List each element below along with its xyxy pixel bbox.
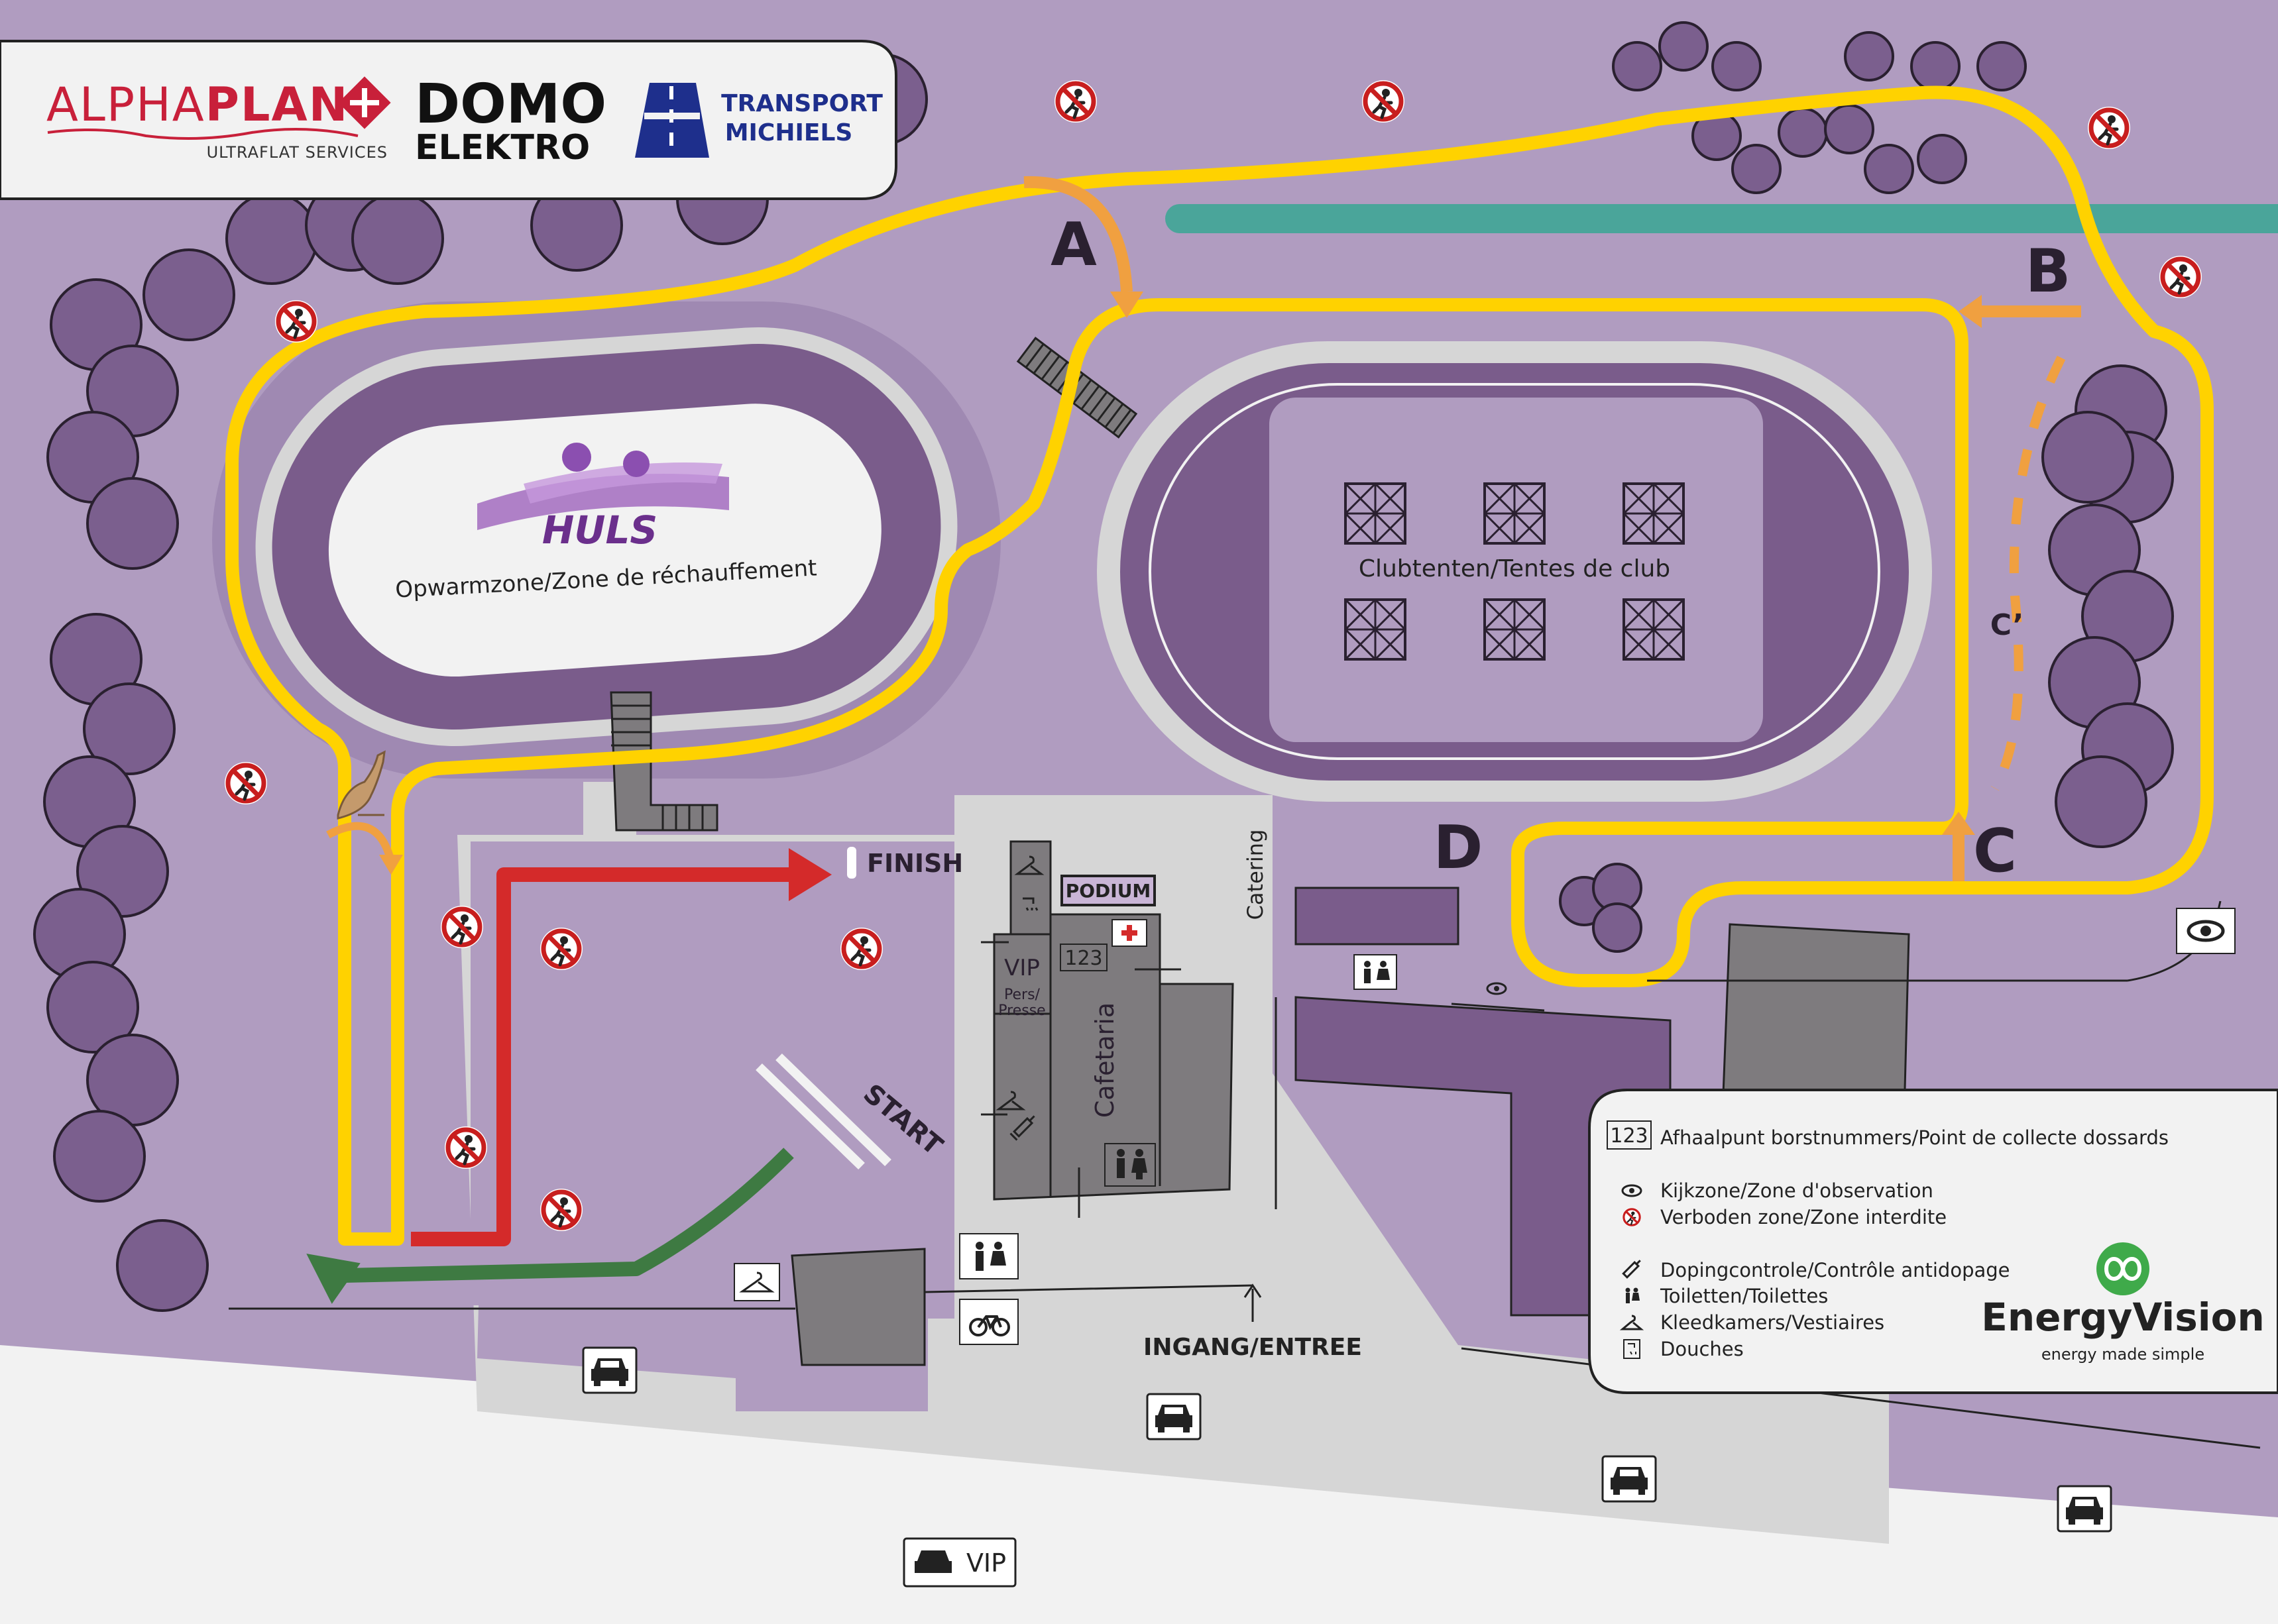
podium-label: PODIUM bbox=[1066, 880, 1151, 902]
bridge-warmup bbox=[610, 691, 718, 832]
legend-syringe-icon bbox=[1622, 1260, 1641, 1279]
entrance-arrow bbox=[1243, 1283, 1262, 1322]
point-c-prime: C’ bbox=[1990, 608, 2024, 642]
toilet-icon-map-2 bbox=[959, 1233, 1019, 1279]
energyvision-name: EnergyVision bbox=[1981, 1295, 2264, 1340]
svg-text:ALPHAPLAN: ALPHAPLAN bbox=[46, 78, 349, 132]
podium bbox=[1060, 875, 1156, 906]
legend-toilet-text: Toiletten/Toilettes bbox=[1660, 1285, 1828, 1307]
warmup-track bbox=[212, 301, 1001, 779]
legend-bib-text: Afhaalpunt borstnummers/Point de collect… bbox=[1660, 1126, 2169, 1149]
finish-label: FINISH bbox=[867, 849, 963, 878]
legend-bib-symbol: 123 bbox=[1610, 1124, 1648, 1148]
point-a: A bbox=[1051, 210, 1097, 280]
alphaplan-name-1: ALPHA bbox=[46, 78, 205, 132]
course-loop bbox=[225, 85, 2214, 1246]
finish-line-marker bbox=[847, 847, 856, 879]
eye-icon-small bbox=[1486, 982, 1507, 995]
purple-building-right bbox=[1294, 996, 1672, 1317]
purple-building-small bbox=[1294, 887, 1459, 946]
vip-parking: VIP bbox=[903, 1537, 1017, 1588]
warmup-logo-text: HULS bbox=[542, 508, 657, 553]
energyvision-logo: EnergyVision energy made simple bbox=[1981, 1242, 2265, 1364]
bib-pickup-marker bbox=[1060, 944, 1108, 971]
transport-line2: MICHIELS bbox=[725, 119, 853, 146]
legend-eye-text: Kijkzone/Zone d'observation bbox=[1660, 1179, 1933, 1202]
entrance-label: INGANG/ENTREE bbox=[1143, 1334, 1362, 1361]
club-tents-label: Clubtenten/Tentes de club bbox=[1359, 555, 1670, 582]
point-c: C bbox=[1973, 816, 2017, 886]
legend-no-entry-icon bbox=[1621, 1207, 1642, 1228]
shower-icon-1 bbox=[1023, 897, 1039, 911]
cafetaria-label: Cafetaria bbox=[1090, 1002, 1119, 1118]
arrow-c-prime bbox=[1990, 355, 2066, 791]
domo-line1: DOMO bbox=[415, 73, 606, 136]
legend-toilet-icon bbox=[1625, 1287, 1640, 1303]
fence-lines bbox=[229, 900, 2261, 1449]
syringe-icon bbox=[1009, 1115, 1035, 1141]
start-green-path bbox=[344, 1148, 794, 1283]
arrow-c-head bbox=[1942, 812, 1975, 835]
vip-room-label: VIP bbox=[1004, 955, 1040, 981]
alphaplan-logo: ALPHAPLAN ULTRAFLAT SERVICES bbox=[46, 76, 391, 162]
eye-icon-map bbox=[2176, 908, 2236, 954]
hanger-icon-2 bbox=[996, 1091, 1026, 1110]
arrow-a bbox=[1023, 176, 1133, 292]
legend-shower-icon bbox=[1623, 1339, 1640, 1359]
sponsor-panel bbox=[0, 40, 897, 200]
domo-logo: DOMO ELEKTRO bbox=[415, 73, 606, 168]
arrow-kangaroo bbox=[326, 822, 395, 863]
legend-eye-icon bbox=[1621, 1184, 1642, 1197]
legend-hanger-icon bbox=[1619, 1315, 1644, 1330]
arrow-kangaroo-head bbox=[379, 855, 403, 875]
arrow-a-head bbox=[1110, 292, 1143, 318]
start-line bbox=[756, 1053, 891, 1170]
main-track bbox=[1097, 341, 1932, 802]
bib-pickup-number: 123 bbox=[1064, 947, 1102, 970]
kangaroo-icon bbox=[337, 750, 386, 820]
hanger-icon-1 bbox=[1014, 855, 1045, 875]
hanger-icon-map bbox=[734, 1263, 780, 1301]
press-room-label-1: Pers/ bbox=[1004, 987, 1041, 1003]
legend-no-entry-text: Verboden zone/Zone interdite bbox=[1660, 1206, 1947, 1228]
alphaplan-tagline: ULTRAFLAT SERVICES bbox=[207, 143, 388, 162]
warmup-logo: HULS bbox=[477, 443, 729, 553]
transport-line1: TRANSPORT bbox=[721, 90, 883, 117]
toilet-icon-map-1 bbox=[1353, 954, 1397, 990]
legend-shower-text: Douches bbox=[1660, 1338, 1744, 1360]
transport-michiels-logo: TRANSPORT MICHIELS bbox=[635, 83, 883, 158]
energyvision-tagline: energy made simple bbox=[2041, 1345, 2204, 1364]
finish-arrowhead bbox=[789, 848, 832, 901]
legend-doping-text: Dopingcontrole/Contrôle antidopage bbox=[1660, 1259, 2010, 1281]
vip-parking-label: VIP bbox=[966, 1548, 1006, 1578]
catering-label: Catering bbox=[1243, 830, 1268, 920]
green-arrowhead bbox=[306, 1254, 361, 1304]
domo-line2: ELEKTRO bbox=[415, 128, 590, 168]
cafetaria-building bbox=[993, 840, 1234, 1201]
alphaplan-name-2: PLAN bbox=[205, 78, 349, 132]
finish-lawn bbox=[471, 841, 954, 1305]
legend-panel: 123 Afhaalpunt borstnummers/Point de col… bbox=[1588, 1089, 2278, 1394]
grey-building-bottom bbox=[791, 1248, 926, 1366]
point-d: D bbox=[1434, 813, 1483, 883]
press-room-label-2: Presse bbox=[998, 1002, 1045, 1019]
legend-hanger-text: Kleedkamers/Vestiaires bbox=[1660, 1311, 1884, 1334]
start-red-path bbox=[411, 867, 799, 1246]
arrow-b-head bbox=[1959, 295, 1982, 328]
point-b: B bbox=[2025, 237, 2071, 306]
door-arrows bbox=[981, 941, 1181, 1218]
first-aid-icon bbox=[1111, 919, 1147, 947]
bicycle-icon bbox=[959, 1299, 1019, 1345]
toilet-icon bbox=[1104, 1143, 1156, 1187]
